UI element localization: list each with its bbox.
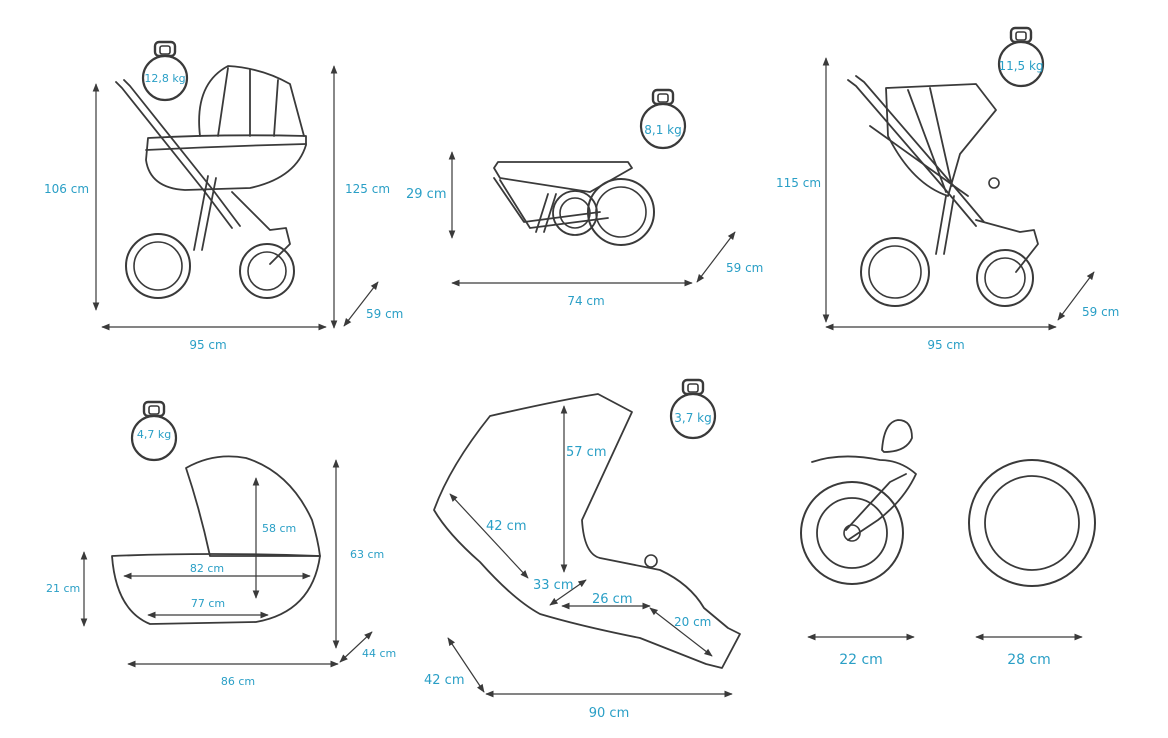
legrest-length-label: 20 cm <box>674 615 711 629</box>
length-label: 95 cm <box>189 338 226 352</box>
handle-height-label: 125 cm <box>345 182 390 196</box>
stroller-with-seat: 11,5 kg 115 cm 59 cm 95 cm <box>776 26 1119 352</box>
backrest-length-label: 42 cm <box>486 519 527 534</box>
height-label: 21 cm <box>46 582 80 595</box>
width-label: 59 cm <box>726 261 763 275</box>
stroller-with-carrycot: 12,8 kg 106 cm 125 cm 59 cm 95 cm <box>44 40 403 352</box>
width-label: 44 cm <box>362 647 396 660</box>
carrycot-drawing <box>111 455 321 625</box>
weight-label: 8,1 kg <box>644 123 681 137</box>
inner-depth-label: 58 cm <box>262 522 296 535</box>
width-dimension-arrow <box>339 631 373 663</box>
width-dimension-arrow <box>696 231 736 283</box>
length-label: 86 cm <box>221 675 255 688</box>
folded-frame-drawing <box>493 161 655 246</box>
length-label: 74 cm <box>567 294 604 308</box>
height-label: 106 cm <box>44 182 89 196</box>
weight-icon: 12,8 kg <box>141 40 189 102</box>
backrest-height-label: 57 cm <box>566 445 607 460</box>
front-wheel-label: 22 cm <box>839 652 883 668</box>
weight-label: 11,5 kg <box>998 59 1043 73</box>
weight-label: 3,7 kg <box>674 411 711 425</box>
backrest-length-dimension-arrow <box>449 493 529 579</box>
seat-width-dimension-arrow <box>549 579 587 606</box>
hood-height-label: 63 cm <box>350 548 384 561</box>
folded-frame: 8,1 kg 29 cm 59 cm 74 cm <box>406 88 763 308</box>
seat-width-label: 33 cm <box>533 578 574 593</box>
carrycot: 4,7 kg 21 cm 63 cm 58 cm 82 cm 77 cm 44 … <box>46 400 396 688</box>
rear-wheel-label: 28 cm <box>1007 652 1051 668</box>
weight-icon: 4,7 kg <box>130 400 178 462</box>
weight-label: 4,7 kg <box>137 428 171 441</box>
front-wheel-drawing <box>800 419 917 585</box>
rear-wheel-drawing <box>968 459 1096 587</box>
weight-icon: 8,1 kg <box>639 88 687 150</box>
width-dimension-arrow <box>343 281 379 327</box>
weight-label: 12,8 kg <box>144 72 185 85</box>
width-dimension-arrow <box>1057 271 1095 321</box>
weight-icon: 3,7 kg <box>669 378 717 440</box>
length-label: 90 cm <box>589 706 630 721</box>
wheels: 22 cm 28 cm <box>800 419 1096 668</box>
width-label: 42 cm <box>424 673 465 688</box>
legrest-length-dimension-arrow <box>649 607 713 657</box>
weight-icon: 11,5 kg <box>997 26 1045 88</box>
seat-depth-label: 26 cm <box>592 592 633 607</box>
stroller-carrycot-drawing <box>115 65 307 299</box>
width-label: 59 cm <box>366 307 403 321</box>
stroller-seat-drawing <box>847 75 1039 307</box>
width-dimension-arrow <box>447 637 485 693</box>
length-label: 95 cm <box>927 338 964 352</box>
bottom-length-label: 77 cm <box>191 597 225 610</box>
height-label: 115 cm <box>776 176 821 190</box>
top-length-label: 82 cm <box>190 562 224 575</box>
seat-unit-drawing <box>433 393 741 669</box>
seat-unit: 3,7 kg 57 cm 42 cm 33 cm 26 cm 20 cm 42 … <box>424 378 741 721</box>
height-label: 29 cm <box>406 187 447 202</box>
width-label: 59 cm <box>1082 305 1119 319</box>
